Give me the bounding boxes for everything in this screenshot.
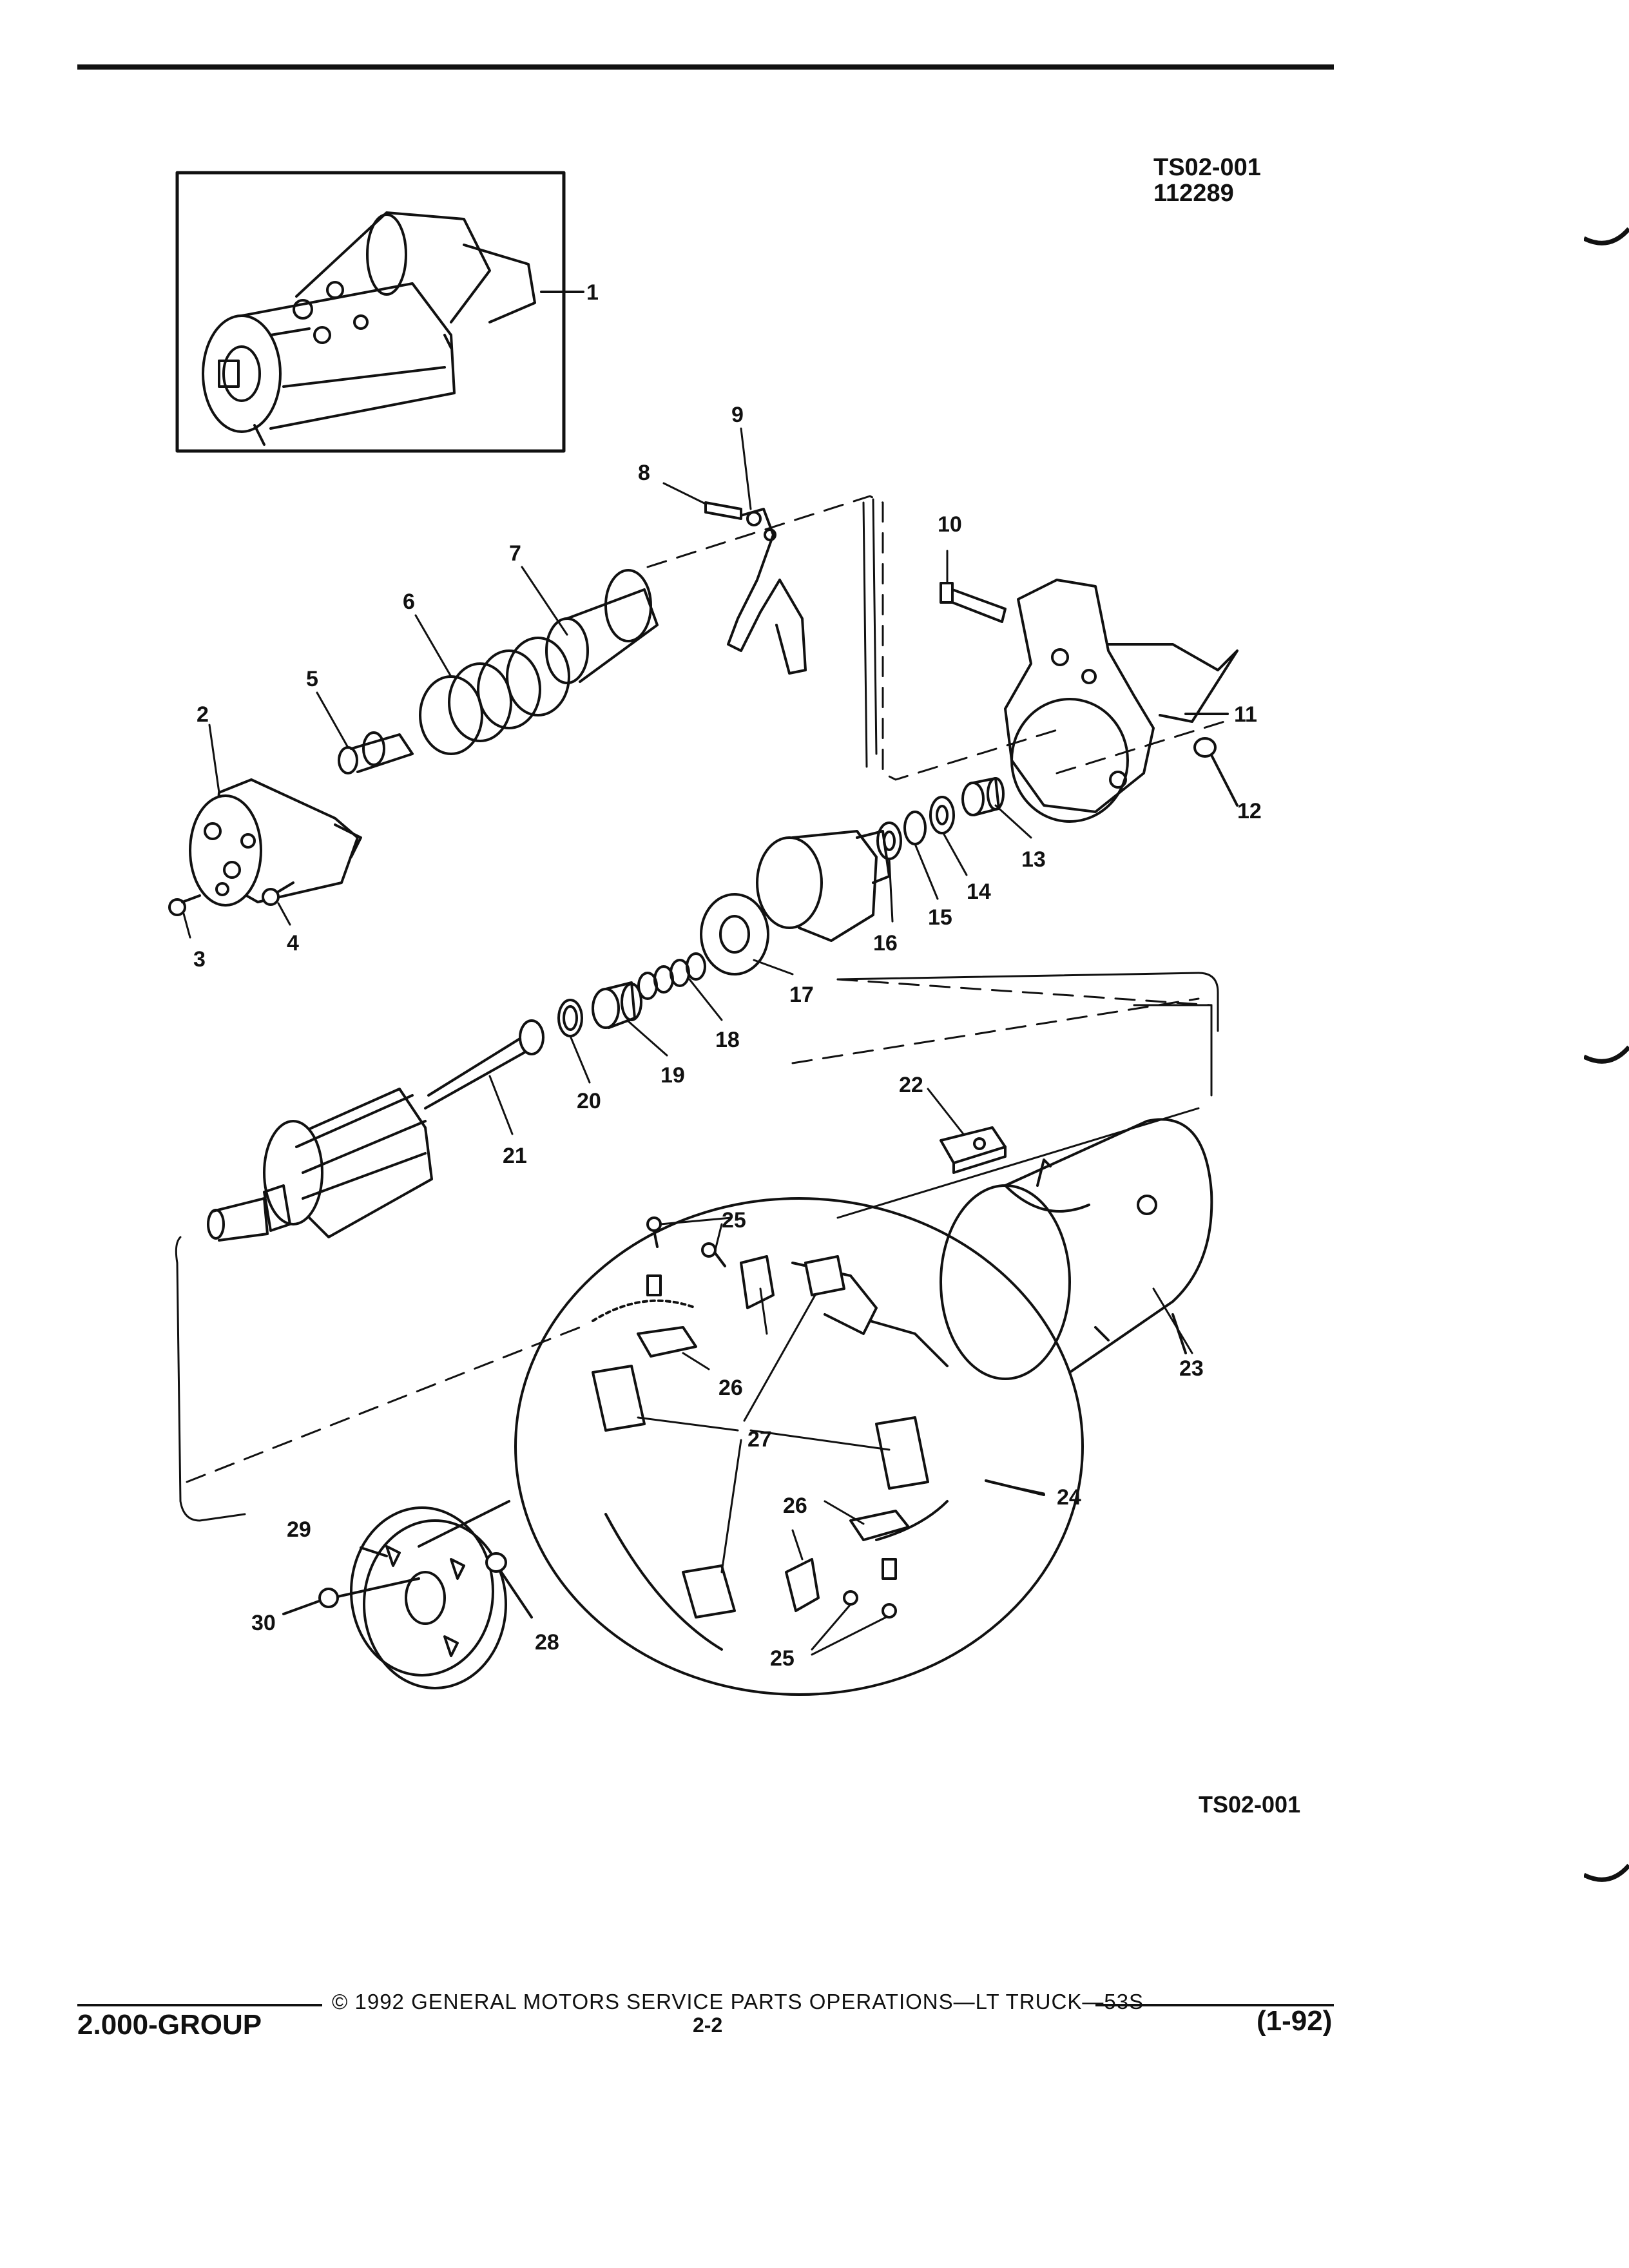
footer-rule-right <box>1095 2004 1334 2006</box>
assembly-line-upper <box>791 997 1200 1064</box>
armature <box>207 1019 545 1242</box>
footer-revision: (1-92) <box>1257 2005 1333 2037</box>
drive-washers <box>876 796 955 860</box>
date-code: 112289 <box>1153 180 1234 207</box>
callout-29: 29 <box>287 1517 311 1542</box>
callout-13: 13 <box>1021 847 1046 872</box>
guide-lines <box>862 498 878 768</box>
callout-16: 16 <box>873 931 898 956</box>
callout-14: 14 <box>967 879 991 904</box>
callout-27: 27 <box>747 1427 772 1452</box>
field-brush-insulator <box>940 1126 1007 1174</box>
assembly-lines <box>646 495 1226 1006</box>
frame-outline-corner <box>1133 1004 1213 1097</box>
callout-11: 11 <box>1234 702 1257 727</box>
binder-mark-middle <box>1584 1045 1629 1064</box>
end-frame-bolt <box>282 1577 420 1615</box>
brush-holder-assembly <box>514 1197 1084 1696</box>
brush-screws <box>646 1216 897 1619</box>
figure-label-bottom: TS02-001 <box>1199 1791 1301 1818</box>
callout-8: 8 <box>638 461 650 485</box>
assembled-starter-inset <box>175 171 584 453</box>
callout-28: 28 <box>535 1630 559 1655</box>
callout-7: 7 <box>509 541 521 566</box>
field-frame <box>940 1118 1213 1380</box>
binder-mark-bottom <box>1584 1863 1629 1882</box>
assembly-line-lower <box>186 1326 581 1483</box>
commutator-end-frame <box>350 1500 510 1689</box>
footer-copyright: © 1992 GENERAL MOTORS SERVICE PARTS OPER… <box>332 1990 1144 2013</box>
callout-6: 6 <box>403 590 415 614</box>
callout-21: 21 <box>503 1144 527 1168</box>
top-rule <box>77 64 1334 70</box>
callout-20: 20 <box>577 1089 601 1113</box>
shift-lever <box>727 508 807 675</box>
callout-2: 2 <box>197 702 209 727</box>
plunger-boot <box>545 569 659 684</box>
figure-code: TS02-001 <box>1153 154 1261 181</box>
brush-holders <box>592 1255 929 1619</box>
callout-25-bottom: 25 <box>770 1646 795 1671</box>
shift-lever-pin <box>704 501 742 520</box>
callout-1: 1 <box>586 280 599 305</box>
callout-5: 5 <box>306 667 318 691</box>
assembly-line-frame <box>836 1107 1200 1219</box>
leader-lines <box>182 427 1193 1656</box>
drive-assembly <box>700 830 891 975</box>
callout-24: 24 <box>1057 1485 1081 1510</box>
callout-3: 3 <box>193 947 206 972</box>
callout-10: 10 <box>938 512 962 537</box>
binder-mark-top <box>1584 227 1629 245</box>
callout-9: 9 <box>731 403 744 427</box>
callout-26-bottom: 26 <box>783 1494 807 1518</box>
end-frame-nut <box>485 1552 533 1619</box>
callout-25-top: 25 <box>722 1208 746 1233</box>
callout-22: 22 <box>899 1073 923 1097</box>
footer-page-number: 2-2 <box>693 2013 723 2037</box>
callout-19: 19 <box>660 1063 685 1088</box>
callout-18: 18 <box>715 1028 740 1052</box>
frame-outline-right <box>836 972 1219 1032</box>
callout-12: 12 <box>1237 799 1262 823</box>
snap-ring <box>557 999 583 1037</box>
plunger <box>338 731 414 774</box>
brushes <box>637 1255 910 1612</box>
housing-nut <box>1193 737 1239 807</box>
frame-outline-left <box>175 1236 246 1522</box>
callout-26-top: 26 <box>718 1376 743 1400</box>
callout-17: 17 <box>789 983 814 1007</box>
stop-collar <box>592 981 642 1029</box>
through-bolt <box>940 582 1007 623</box>
drive-housing <box>1004 579 1239 823</box>
drive-spring <box>637 952 706 1000</box>
drive-bushing <box>961 777 1005 816</box>
callout-15: 15 <box>928 905 952 930</box>
footer-group: 2.000-GROUP <box>77 2009 262 2041</box>
callout-numbers: 1 2 3 4 5 6 7 8 9 10 11 12 13 14 15 16 1… <box>193 280 1262 1671</box>
footer-rule-left-segment <box>77 2004 322 2006</box>
solenoid-assembly <box>168 778 362 916</box>
callout-23: 23 <box>1179 1356 1204 1381</box>
callout-30: 30 <box>251 1611 276 1635</box>
figure-reference: TS02-001 112289 <box>1153 155 1261 206</box>
callout-4: 4 <box>287 931 299 956</box>
